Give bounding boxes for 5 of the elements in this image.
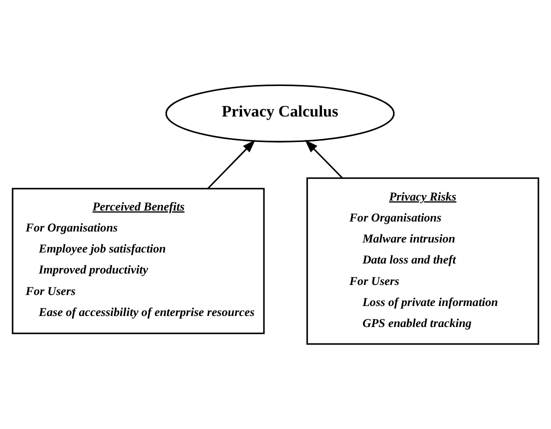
arrow <box>304 140 343 178</box>
node-box: Perceived Benefits For Organisations Employee job satisfaction Improved productivity For Users Ease of accessibility of enterprise resources <box>12 188 265 334</box>
arrow <box>207 140 256 190</box>
node-ellipse: Privacy Calculus <box>165 84 395 142</box>
node-box: Privacy Risks For Organisations Malware intrusion Data loss and theft For Users Loss of private information GPS enabled tracking <box>306 177 540 345</box>
